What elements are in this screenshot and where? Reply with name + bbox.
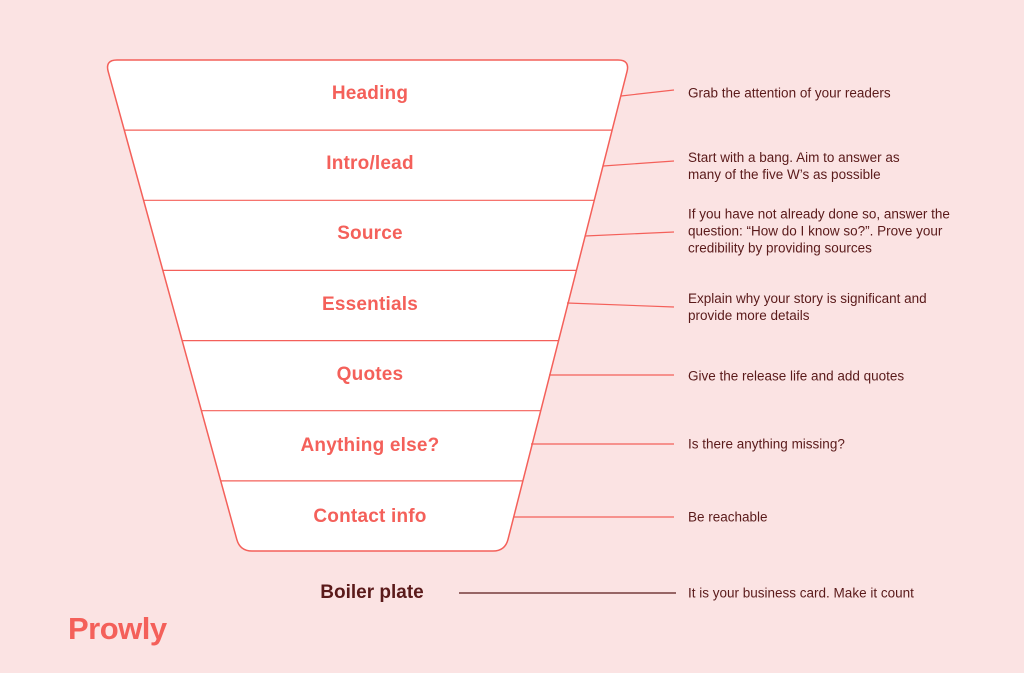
description-heading: Grab the attention of your readers [688,85,891,101]
description-contact-info: Be reachable [688,509,768,525]
funnel-section-label-intro-lead: Intro/lead [326,153,414,174]
description-essentials: Explain why your story is significant an… [688,291,927,323]
funnel-shape [106,59,629,552]
description-source: If you have not already done so, answer … [688,206,950,256]
description-anything-else: Is there anything missing? [688,436,845,452]
funnel-section-label-heading: Heading [331,83,409,104]
funnel-section-label-anything-else: Anything else? [300,435,440,456]
funnel-section-label-essentials: Essentials [322,294,418,315]
prowly-logo: Prowly [68,611,167,646]
description-intro-lead: Start with a bang. Aim to answer as many… [688,150,900,182]
connector-lines [513,89,675,518]
funnel-divider-lines [124,129,613,482]
description-boilerplate: It is your business card. Make it count [688,585,914,601]
boilerplate-label: Boiler plate [320,582,424,603]
funnel-section-label-contact-info: Contact info [313,506,427,527]
funnel-section-label-source: Source [337,223,403,244]
description-quotes: Give the release life and add quotes [688,368,905,384]
funnel-section-label-quotes: Quotes [336,364,404,385]
